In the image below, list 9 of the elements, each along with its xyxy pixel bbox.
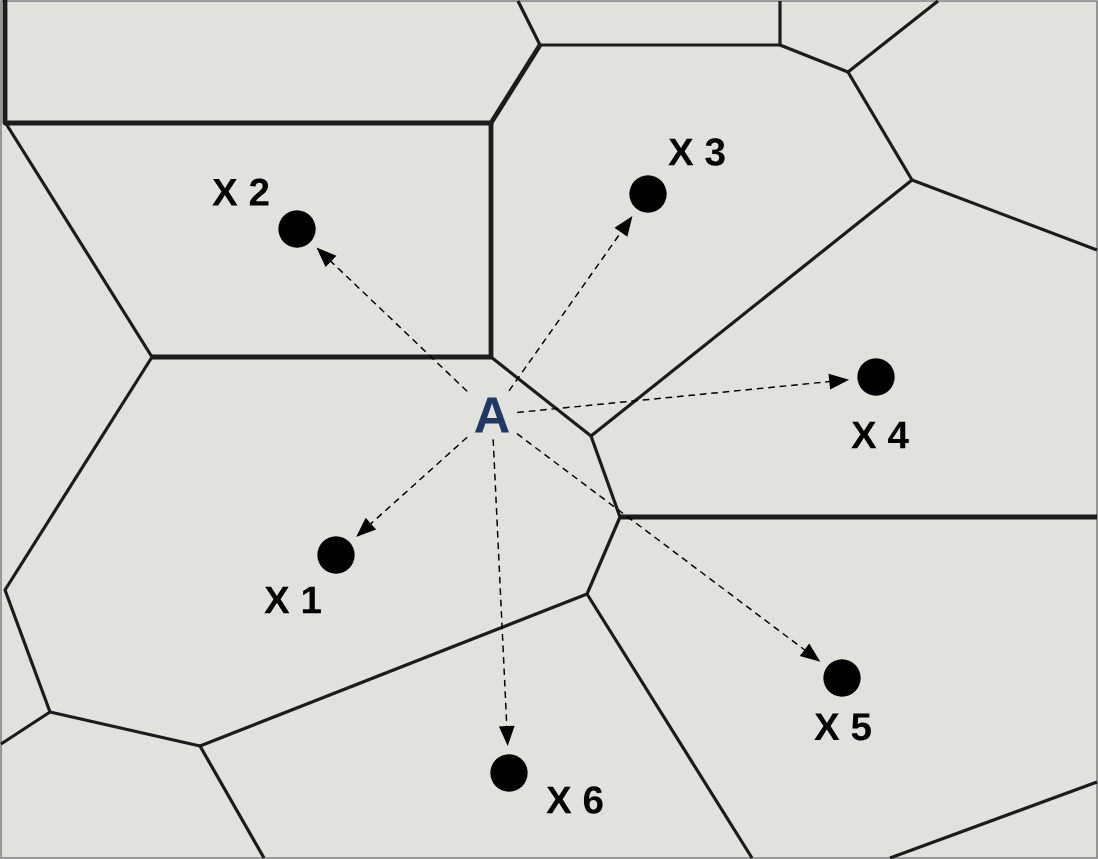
point-label: X 2 [212,178,269,206]
arrow [508,216,633,392]
point-label: X 4 [851,421,909,449]
point-label: X 6 [546,786,603,814]
point-label: X 1 [264,586,321,614]
point-label: X 5 [814,713,871,741]
point-label: A [474,397,509,433]
arrow [356,436,468,537]
point-label: X 3 [668,138,725,166]
